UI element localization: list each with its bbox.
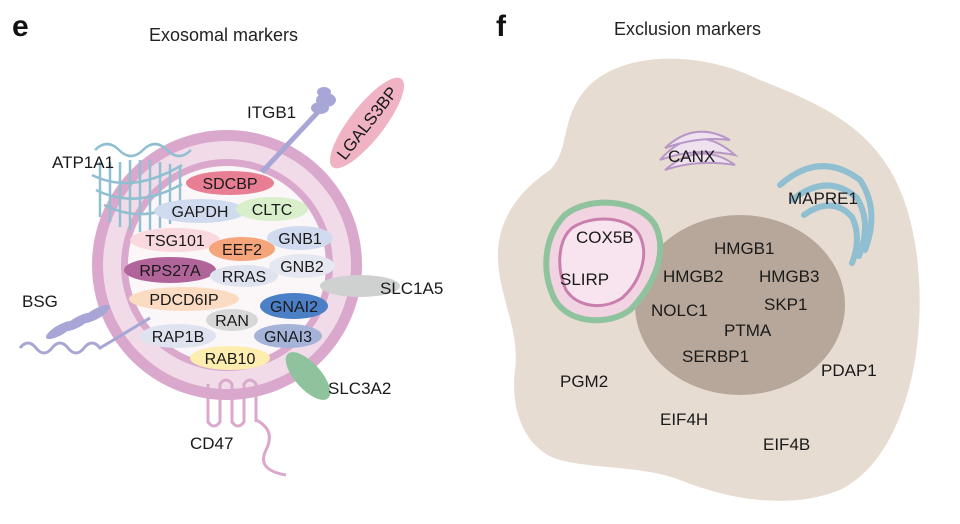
slc3a2-label: SLC3A2 xyxy=(328,379,391,398)
mapre1-label: MAPRE1 xyxy=(788,189,858,208)
cytoplasm-markers: PGM2 PDAP1 EIF4H EIF4B xyxy=(560,361,877,454)
panel-letter-e: e xyxy=(12,10,29,43)
gnai3-label: GNAI3 xyxy=(264,329,312,346)
skp1-label: SKP1 xyxy=(764,295,807,314)
cox5b-label: COX5B xyxy=(576,228,634,247)
rab10-label: RAB10 xyxy=(205,351,256,368)
itgb1-label: ITGB1 xyxy=(247,103,296,122)
ptma-label: PTMA xyxy=(724,321,772,340)
panel-f-title: Exclusion markers xyxy=(614,19,761,39)
panel-e-title: Exosomal markers xyxy=(149,25,298,45)
slc1a5-label: SLC1A5 xyxy=(380,279,443,298)
cd47-label: CD47 xyxy=(190,434,233,453)
nucleus-markers: HMGB1 HMGB2 HMGB3 NOLC1 SKP1 PTMA SERBP1 xyxy=(651,239,819,366)
cd47-receptor xyxy=(206,378,287,477)
internal-markers: SDCBP GAPDH CLTC TSG101 EEF2 GNB1 RPS27A… xyxy=(124,171,335,370)
bsg-receptor xyxy=(18,304,151,355)
gapdh-label: GAPDH xyxy=(172,204,229,221)
pdcd6ip-label: PDCD6IP xyxy=(149,292,218,309)
canx-label: CANX xyxy=(668,147,715,166)
rras-label: RRAS xyxy=(222,269,266,286)
panel-letter-f: f xyxy=(496,10,507,43)
golgi-mapre1 xyxy=(777,163,875,266)
eif4b-label: EIF4B xyxy=(763,435,810,454)
lgals3bp-protein: LGALS3BP xyxy=(330,77,404,169)
slirp-label: SLIRP xyxy=(560,270,609,289)
hmgb2-label: HMGB2 xyxy=(663,267,723,286)
eif4h-label: EIF4H xyxy=(660,410,708,429)
lgals3bp-label: LGALS3BP xyxy=(333,83,402,163)
mitochondrion xyxy=(543,199,664,324)
hmgb1-label: HMGB1 xyxy=(714,239,774,258)
gnb2-label: GNB2 xyxy=(280,259,324,276)
rap1b-label: RAP1B xyxy=(152,329,204,346)
cltc-label: CLTC xyxy=(252,202,293,219)
er-canx xyxy=(659,130,739,171)
panel-e: e Exosomal markers ITGB1 LGALS3BP xyxy=(12,10,443,477)
tsg101-label: TSG101 xyxy=(145,233,205,250)
itgb1-receptor xyxy=(260,87,336,174)
slc1a5-protein xyxy=(320,275,400,297)
gnb1-label: GNB1 xyxy=(278,231,322,248)
eef2-label: EEF2 xyxy=(222,242,262,259)
atp1a1-label: ATP1A1 xyxy=(52,153,114,172)
pdap1-label: PDAP1 xyxy=(821,361,877,380)
gnai2-label: GNAI2 xyxy=(270,299,318,316)
bsg-label: BSG xyxy=(22,292,58,311)
pgm2-label: PGM2 xyxy=(560,372,608,391)
sdcbp-label: SDCBP xyxy=(202,176,257,193)
serbp1-label: SERBP1 xyxy=(682,347,749,366)
rps27a-label: RPS27A xyxy=(139,263,201,280)
nucleus xyxy=(635,215,845,395)
ran-label: RAN xyxy=(215,313,249,330)
hmgb3-label: HMGB3 xyxy=(759,267,819,286)
nolc1-label: NOLC1 xyxy=(651,301,708,320)
panel-f: f Exclusion markers CANX MAPRE1 COX5B SL… xyxy=(496,10,920,501)
slc3a2-protein xyxy=(285,352,331,400)
